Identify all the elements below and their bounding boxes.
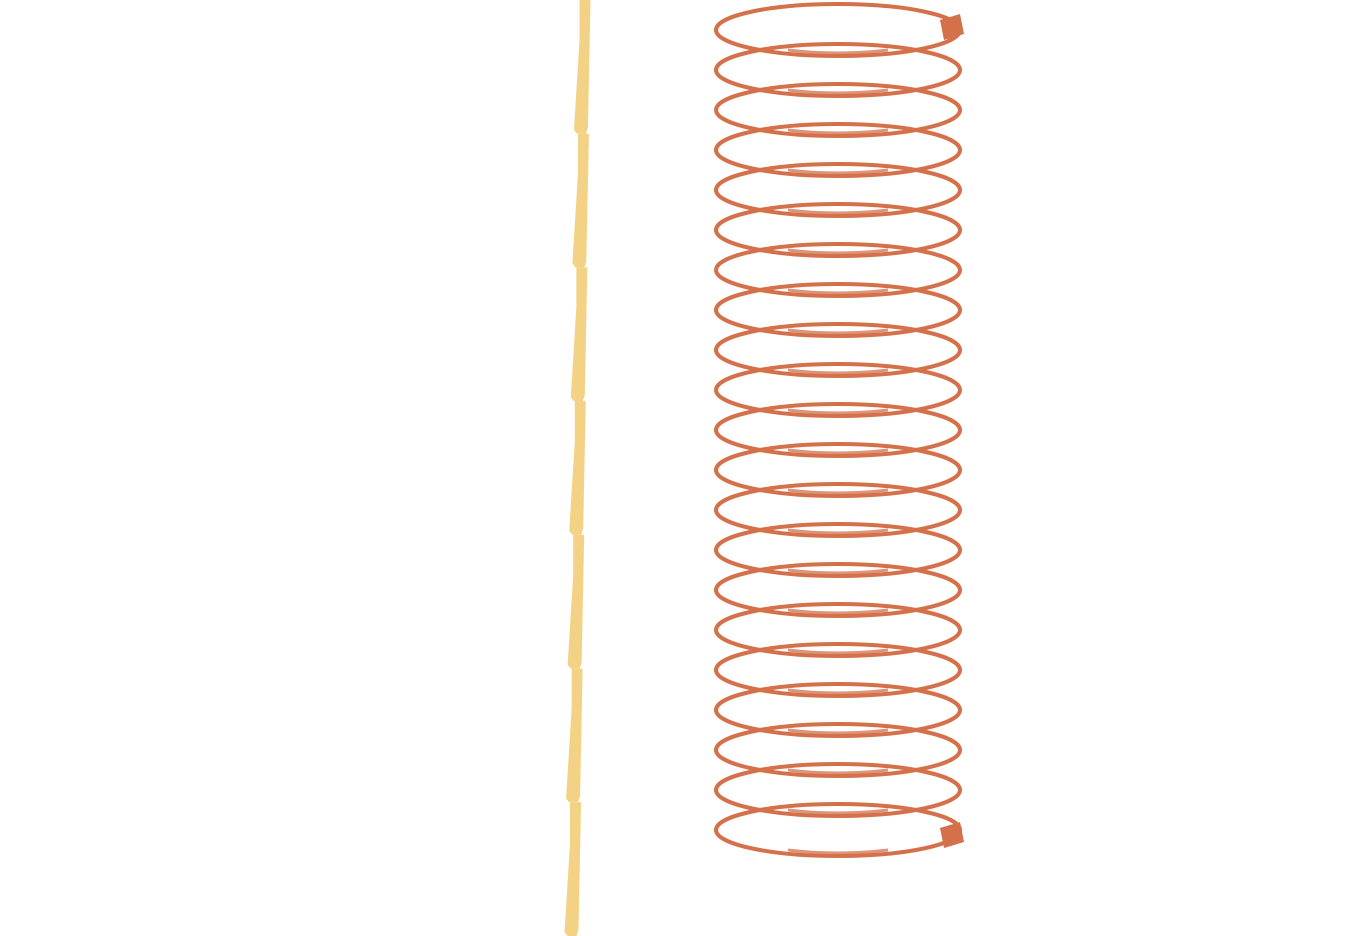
coil-turn bbox=[714, 82, 962, 138]
coil-turn-front bbox=[787, 648, 889, 655]
coil-turn bbox=[714, 242, 962, 298]
coil-turn bbox=[714, 202, 962, 258]
coil-turn-front bbox=[787, 768, 889, 775]
rod-segment bbox=[567, 534, 585, 669]
coil-turn-front bbox=[787, 568, 889, 575]
coil-turn-front bbox=[787, 208, 889, 215]
coil-turn-front bbox=[787, 728, 889, 735]
coil-turn bbox=[714, 162, 962, 218]
coil-turn-front bbox=[787, 528, 889, 535]
rod bbox=[564, 0, 591, 936]
coil-turn-front bbox=[787, 448, 889, 455]
coil-turn-front bbox=[787, 488, 889, 495]
coil-turn-front bbox=[787, 168, 889, 175]
coil-turn bbox=[714, 762, 962, 818]
coil-turn-front bbox=[787, 808, 889, 815]
coil-turn-front bbox=[787, 288, 889, 295]
coil-turn-front bbox=[787, 88, 889, 95]
coil bbox=[714, 2, 964, 858]
coil-turn bbox=[714, 562, 962, 618]
coil-turn bbox=[714, 722, 962, 778]
coil-turn-front bbox=[787, 328, 889, 335]
coil-turn bbox=[714, 322, 962, 378]
rod-segment bbox=[572, 133, 589, 268]
coil-terminal bbox=[940, 14, 964, 40]
coil-turn bbox=[714, 602, 962, 658]
rod-segment bbox=[573, 0, 591, 134]
coil-turn bbox=[714, 122, 962, 178]
coil-turn-front bbox=[787, 48, 889, 55]
coil-terminal bbox=[940, 822, 964, 848]
coil-turn bbox=[714, 362, 962, 418]
coil-turn-front bbox=[787, 848, 889, 855]
coil-turn-front bbox=[787, 688, 889, 695]
coil-turn bbox=[714, 522, 962, 578]
coil-turn bbox=[714, 402, 962, 458]
coil-turn-front bbox=[787, 368, 889, 375]
coil-turn-front bbox=[787, 248, 889, 255]
coil-turn bbox=[714, 482, 962, 538]
rod-segment bbox=[564, 802, 582, 936]
rod-segment bbox=[570, 267, 588, 402]
rod-segment bbox=[569, 401, 586, 535]
coil-turn-front bbox=[787, 408, 889, 415]
coil-turn-front bbox=[787, 128, 889, 135]
coil-turn bbox=[714, 682, 962, 738]
coil-turn bbox=[714, 282, 962, 338]
coil-turn-front bbox=[787, 608, 889, 615]
coil-turn bbox=[714, 2, 962, 58]
rod-segment bbox=[566, 668, 583, 803]
coil-turn bbox=[714, 442, 962, 498]
coil-turn bbox=[714, 642, 962, 698]
coil-turn bbox=[714, 42, 962, 98]
